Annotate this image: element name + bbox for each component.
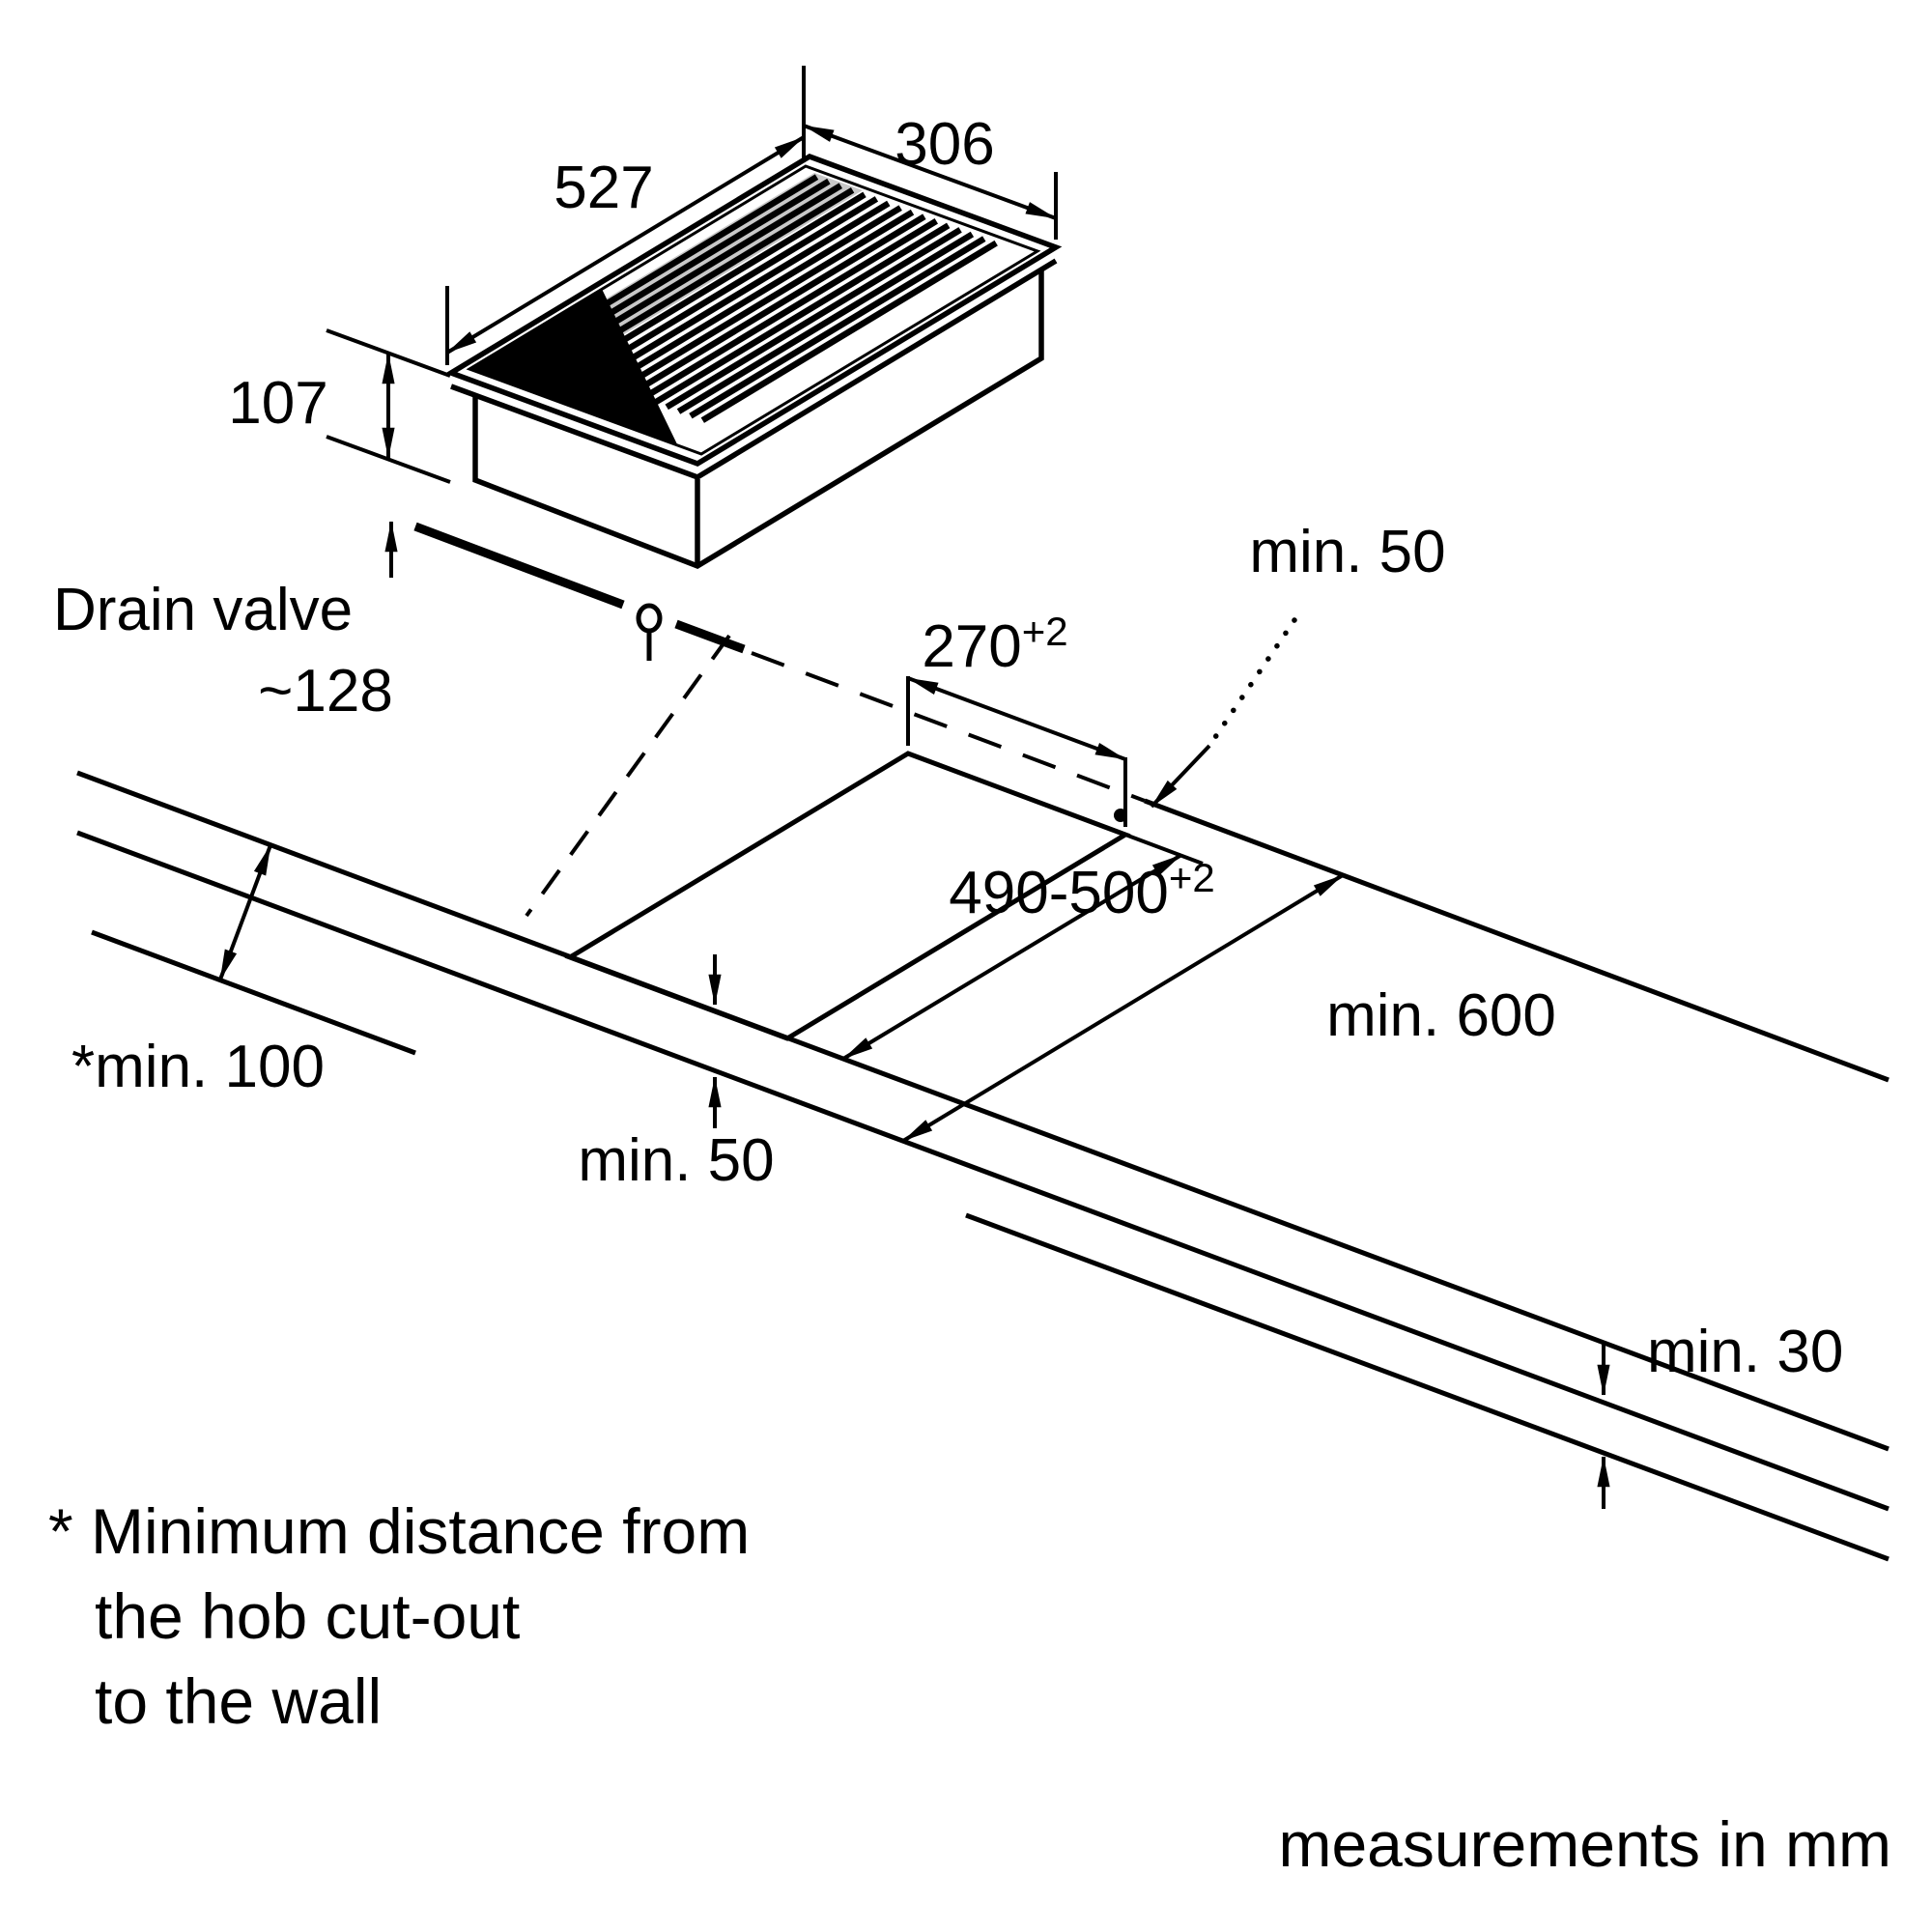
ext-line [1124, 833, 1204, 866]
front-clearance-label: min. 50 [578, 1127, 774, 1194]
worktop-rear-edge-line [1144, 798, 1889, 1083]
rear-clearance-arrow [1150, 744, 1211, 809]
appliance-height-label: 107 [228, 370, 327, 437]
alignment-dashed-line [525, 634, 731, 918]
worktop-scene [76, 522, 1889, 1562]
drain-valve-offset-label: ~128 [258, 658, 393, 724]
drain-valve-icon [636, 603, 663, 661]
drain-pipe-segment-right [674, 619, 746, 654]
cutout-width-label: 270+2 [922, 609, 1067, 680]
drain-valve-label: Drain valve [53, 577, 353, 643]
wall-clearance-dimension-line [218, 844, 272, 980]
appliance-width-dimension-line [803, 124, 1057, 220]
appliance-rim-edge [450, 258, 1058, 481]
appliance-dimensions: 306 527 107 Drain valve ~128 [53, 66, 1058, 724]
thickness-label: min. 30 [1647, 1319, 1843, 1385]
appliance-depth-label: 527 [554, 155, 653, 221]
rear-clearance-leader-dotted [1207, 617, 1297, 749]
worktop-depth-dimension-line [901, 873, 1345, 1143]
footnote-line-1: * Minimum distance from [48, 1495, 750, 1567]
worktop-front-edge-line [76, 830, 1889, 1512]
worktop-rear-edge-hidden [751, 651, 1146, 803]
footnote-line-3: to the wall [95, 1665, 382, 1737]
cutout-width-dimension-line [907, 676, 1126, 761]
notes: * Minimum distance from the hob cut-out … [48, 1495, 1891, 1880]
units-note: measurements in mm [1278, 1808, 1891, 1880]
footnote-line-2: the hob cut-out [95, 1580, 520, 1652]
side-wall-line [91, 929, 416, 1056]
ext-line [326, 435, 451, 484]
worktop-dimensions: 270+2 490-500+2 min. 50 min. 600 *min. 1… [71, 519, 1843, 1509]
appliance-width-label: 306 [895, 111, 994, 178]
appliance-control-zone [469, 289, 678, 446]
rear-clearance-point [1114, 809, 1127, 822]
hob-cutout [564, 751, 1131, 1041]
drain-pipe-segment-left [413, 522, 625, 610]
wall-clearance-label: *min. 100 [71, 1034, 325, 1100]
worktop-slab-bottom-line [965, 1212, 1889, 1562]
rear-clearance-label: min. 50 [1249, 519, 1445, 585]
appliance-depth-dimension-line [445, 135, 806, 355]
worktop-depth-label: min. 600 [1326, 982, 1556, 1049]
